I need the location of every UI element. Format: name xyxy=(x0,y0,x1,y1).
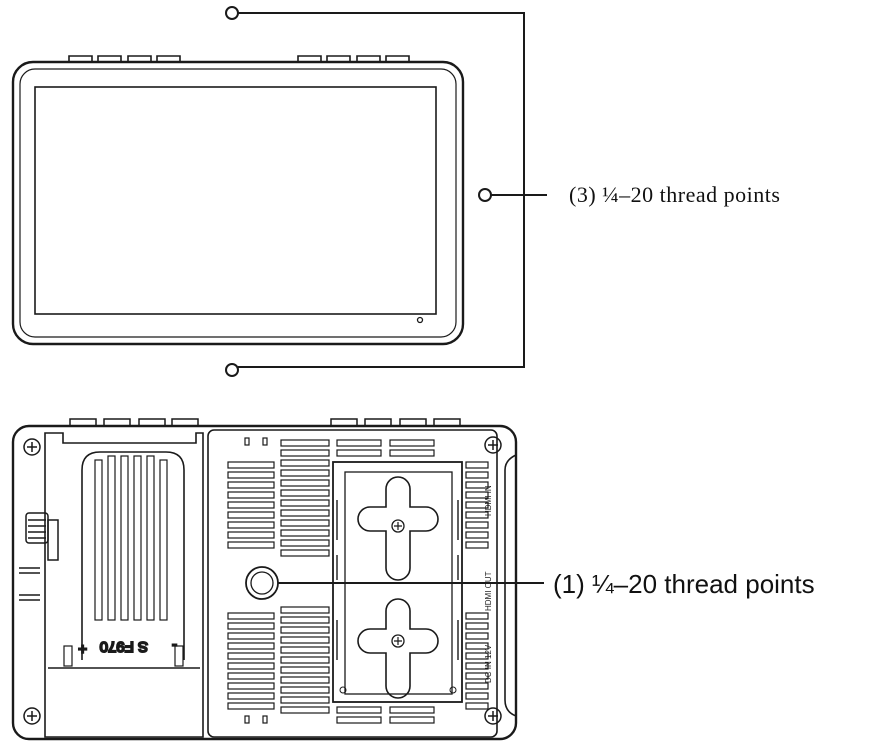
battery-bay xyxy=(44,432,204,738)
vent-slot xyxy=(465,642,489,650)
vent-slot xyxy=(280,439,330,447)
vent-slot xyxy=(280,449,330,457)
corner-screws xyxy=(23,436,502,725)
cross-slot-top xyxy=(357,476,439,581)
vent-slot xyxy=(280,616,330,624)
vent-slot xyxy=(227,541,275,549)
port-hdmi-out: HDMI OUT xyxy=(484,571,493,611)
vent-slot xyxy=(227,491,275,499)
vent-slot xyxy=(389,449,435,457)
thread-point-side xyxy=(478,188,492,202)
vent-slot xyxy=(280,539,330,547)
vent-slot xyxy=(280,519,330,527)
thread-point-top xyxy=(225,6,239,20)
vent-slot xyxy=(280,646,330,654)
vent-slot xyxy=(280,529,330,537)
vent-slot xyxy=(227,622,275,630)
vent-slot xyxy=(227,511,275,519)
vent-slot xyxy=(227,682,275,690)
battery-plus-label: + xyxy=(78,640,87,657)
front-top-buttons xyxy=(68,55,410,62)
vent-slot xyxy=(280,459,330,467)
front-body-inner xyxy=(19,68,457,338)
vent-grilles xyxy=(227,439,489,724)
rear-panel-marks xyxy=(244,437,268,724)
vent-slot xyxy=(465,652,489,660)
callout-bottom-label: (1) ¼–20 thread points xyxy=(553,569,815,599)
thread-point-bottom xyxy=(225,363,239,377)
vent-slot xyxy=(227,481,275,489)
vent-slot xyxy=(280,626,330,634)
vent-slot xyxy=(227,501,275,509)
vent-slot xyxy=(280,656,330,664)
vent-slot xyxy=(465,511,489,519)
vent-slot xyxy=(280,509,330,517)
vent-slot xyxy=(465,612,489,620)
port-hdmi-in: HDMI IN xyxy=(484,485,493,516)
battery-minus-label: - xyxy=(172,637,177,654)
vent-slot xyxy=(465,622,489,630)
vent-slot xyxy=(227,531,275,539)
vent-slot xyxy=(465,662,489,670)
vent-slot xyxy=(280,676,330,684)
callout-top-label: (3) ¼–20 thread points xyxy=(569,182,780,207)
vent-slot xyxy=(465,521,489,529)
battery-outline xyxy=(81,451,185,660)
vent-slot xyxy=(465,481,489,489)
front-body-outer xyxy=(11,60,465,346)
vent-slot xyxy=(465,501,489,509)
front-view xyxy=(11,55,465,346)
vent-slot xyxy=(465,632,489,640)
port-dc-in: DC IN 12V xyxy=(484,644,493,683)
vent-slot xyxy=(227,662,275,670)
vent-slot xyxy=(389,439,435,447)
vent-slot xyxy=(280,499,330,507)
vent-slot xyxy=(389,706,435,714)
vent-slot xyxy=(280,469,330,477)
vent-slot xyxy=(465,471,489,479)
vent-slot xyxy=(227,672,275,680)
back-top-buttons xyxy=(69,418,461,426)
callout-lines-top xyxy=(225,6,547,377)
vent-slot xyxy=(227,471,275,479)
vent-slot xyxy=(227,652,275,660)
cross-slot-bottom xyxy=(357,598,439,699)
left-side-controls xyxy=(19,512,59,601)
vent-slot xyxy=(280,489,330,497)
vent-slot xyxy=(336,716,382,724)
vent-slot xyxy=(280,666,330,674)
vent-slot xyxy=(227,632,275,640)
vent-slot xyxy=(280,696,330,704)
vent-slot xyxy=(336,439,382,447)
back-view: S F970 + - xyxy=(11,418,544,741)
vent-slot xyxy=(465,692,489,700)
vent-slot xyxy=(465,702,489,710)
vent-slot xyxy=(465,672,489,680)
vent-slot xyxy=(280,549,330,557)
front-sensor xyxy=(416,316,424,324)
vent-slot xyxy=(465,531,489,539)
vent-slot xyxy=(465,541,489,549)
vent-slot xyxy=(227,612,275,620)
vent-slot xyxy=(336,706,382,714)
vent-slot xyxy=(336,449,382,457)
vent-slot xyxy=(280,479,330,487)
vent-slot xyxy=(465,461,489,469)
vent-slot xyxy=(227,692,275,700)
vent-slot xyxy=(227,461,275,469)
vent-slot xyxy=(227,642,275,650)
battery-ribs xyxy=(94,455,168,621)
battery-model-label: S F970 xyxy=(100,638,148,655)
vent-slot xyxy=(389,716,435,724)
vent-slot xyxy=(280,686,330,694)
vent-slot xyxy=(280,706,330,714)
vent-slot xyxy=(227,521,275,529)
vent-slot xyxy=(280,606,330,614)
front-screen xyxy=(34,86,437,315)
vent-slot xyxy=(280,636,330,644)
vent-slot xyxy=(227,702,275,710)
vent-slot xyxy=(465,491,489,499)
vent-slot xyxy=(465,682,489,690)
